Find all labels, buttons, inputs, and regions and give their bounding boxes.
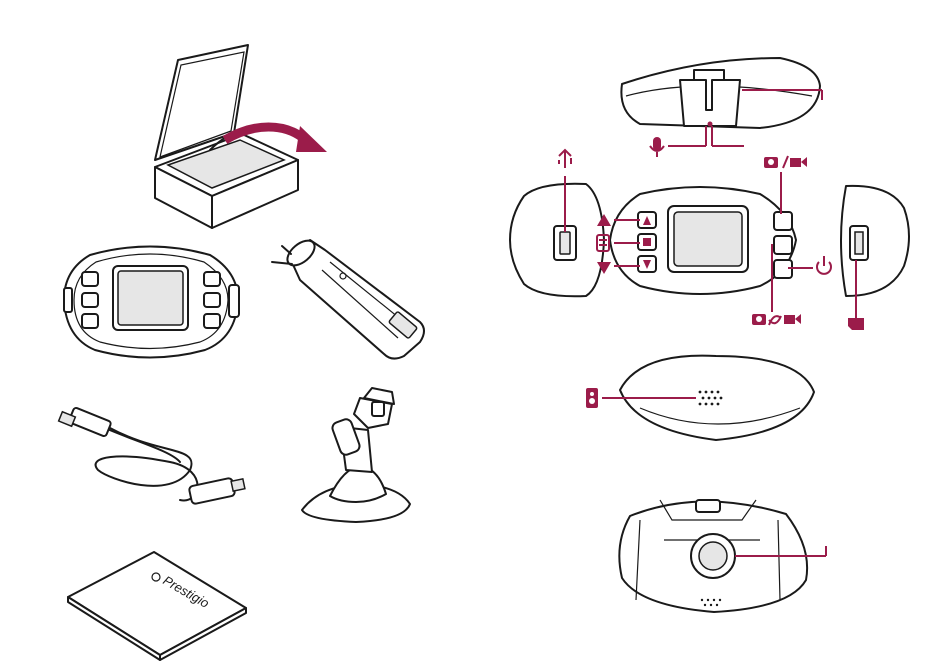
user-manual-illustration: Prestigio [68,552,246,660]
right-side-illustration [841,186,909,330]
microphone-icon [650,137,664,157]
camera-slash-video-icon [764,156,807,168]
top-view-illustration [621,58,822,157]
back-view-illustration [597,156,831,325]
usb-cable-illustration [59,407,245,504]
front-view-illustration [619,500,826,612]
suction-mount-illustration [302,388,410,522]
usb-icon [559,150,571,168]
sd-card-icon [848,318,864,330]
power-icon [817,256,831,274]
dash-camera-illustration [64,247,239,358]
car-charger-illustration [272,236,424,359]
bottom-view-illustration [586,356,814,440]
gift-box-illustration [155,45,327,228]
camera-switch-video-icon [752,314,801,325]
speaker-icon [586,388,598,408]
left-side-illustration [510,150,604,296]
